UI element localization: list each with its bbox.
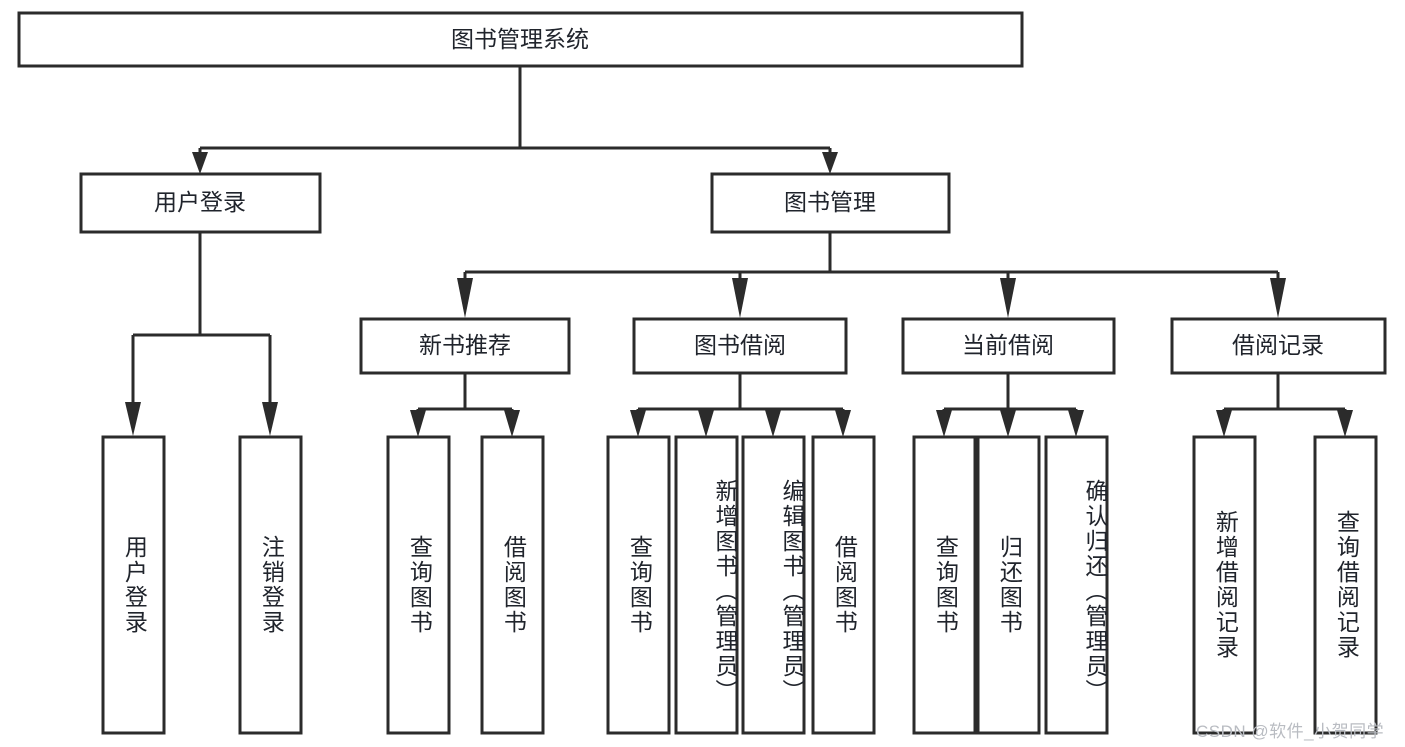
label-borrow-records: 借阅记录: [1232, 332, 1324, 358]
node-box-leaf-new-book-1[interactable]: [480, 435, 545, 735]
label-book-borrow: 图书借阅: [694, 332, 786, 358]
node-box-leaf-book-borrow-2[interactable]: [741, 435, 806, 735]
node-box-leaf-borrow-records-0[interactable]: [1192, 435, 1257, 735]
node-box-leaf-book-borrow-1[interactable]: [674, 435, 739, 735]
arrow-userlogin-leaf1-icon: [125, 402, 141, 436]
node-box-borrow-records[interactable]: [1170, 317, 1387, 375]
arrow-currentborrow-leaf2-icon: [1000, 410, 1016, 437]
node-labels-horizontal: 图书管理系统 用户登录 图书管理 新书推荐 图书借阅 当前借阅 借阅记录: [154, 26, 1324, 358]
node-box-leaf-current-borrow-2[interactable]: [1044, 435, 1109, 735]
label-root: 图书管理系统: [451, 26, 589, 52]
node-box-root[interactable]: [17, 11, 1024, 68]
node-box-current-borrow[interactable]: [901, 317, 1116, 375]
arrow-borrowrecords-leaf2-icon: [1337, 410, 1353, 437]
arrow-to-borrowrecords-icon: [1270, 278, 1286, 318]
node-box-book-borrow[interactable]: [632, 317, 848, 375]
arrow-newbook-leaf2-icon: [504, 410, 520, 437]
node-box-leaf-borrow-records-1[interactable]: [1313, 435, 1378, 735]
arrow-bookborrow-leaf1-icon: [630, 410, 646, 437]
arrow-currentborrow-leaf3-icon: [1068, 410, 1084, 437]
arrow-bookborrow-leaf4-icon: [835, 410, 851, 437]
connectors: [125, 66, 1353, 437]
node-boxes: [17, 11, 1387, 735]
node-box-book-manage[interactable]: [710, 172, 951, 234]
arrow-to-bookborrow-icon: [732, 278, 748, 318]
arrow-to-currentborrow-icon: [1000, 278, 1016, 318]
node-box-leaf-book-borrow-0[interactable]: [606, 435, 671, 735]
node-box-leaf-user-login-0[interactable]: [101, 435, 166, 735]
node-box-user-login[interactable]: [79, 172, 322, 234]
arrow-currentborrow-leaf1-icon: [936, 410, 952, 437]
arrow-to-newbook-icon: [457, 278, 473, 318]
label-current-borrow: 当前借阅: [962, 332, 1054, 358]
node-box-leaf-user-login-1[interactable]: [238, 435, 303, 735]
arrow-bookborrow-leaf3-icon: [765, 410, 781, 437]
label-user-login: 用户登录: [154, 189, 246, 215]
arrow-newbook-leaf1-icon: [410, 410, 426, 437]
node-box-leaf-current-borrow-1[interactable]: [976, 435, 1041, 735]
label-book-manage: 图书管理: [784, 189, 876, 215]
label-new-book-recommend: 新书推荐: [419, 332, 511, 358]
watermark-text: CSDN @软件_小贺同学: [1196, 722, 1385, 741]
node-box-leaf-new-book-0[interactable]: [386, 435, 451, 735]
arrow-to-book-manage-icon: [822, 152, 838, 174]
node-box-leaf-current-borrow-0[interactable]: [912, 435, 977, 735]
node-box-leaf-book-borrow-3[interactable]: [811, 435, 876, 735]
node-box-new-book-recommend[interactable]: [359, 317, 571, 375]
arrow-borrowrecords-leaf1-icon: [1216, 410, 1232, 437]
arrow-userlogin-leaf2-icon: [262, 402, 278, 436]
arrow-bookborrow-leaf2-icon: [698, 410, 714, 437]
arrow-to-user-login-icon: [192, 152, 208, 174]
